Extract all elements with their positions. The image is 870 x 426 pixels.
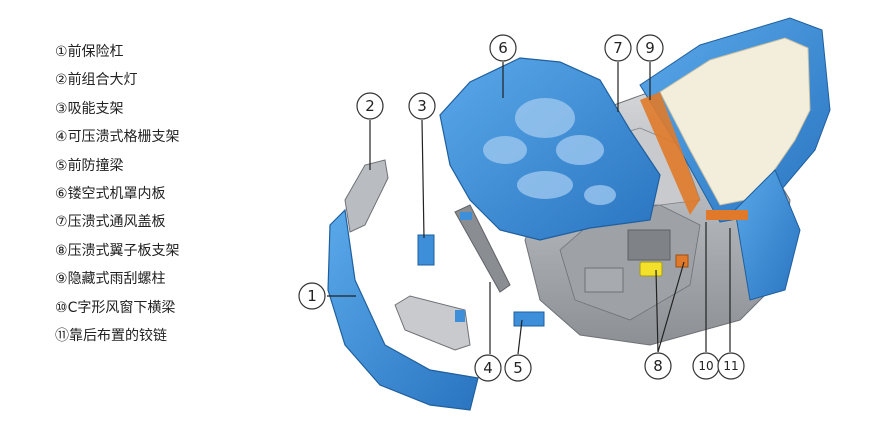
legend-item: ⑪靠后布置的铰链	[55, 322, 305, 350]
legend-label: 可压溃式格栅支架	[67, 129, 180, 146]
legend-marker: ④	[55, 129, 68, 146]
callout-4: 4	[474, 354, 502, 382]
headlamp-lower	[394, 295, 471, 351]
front-bumper	[327, 208, 479, 411]
callout-5: 5	[504, 354, 532, 382]
legend-label: 前保险杠	[67, 44, 124, 60]
callout-10: 10	[692, 352, 720, 380]
legend-marker: ⑥	[55, 185, 68, 202]
callout-6: 6	[489, 34, 517, 62]
legend-item: ⑧压溃式翼子板支架	[55, 237, 305, 265]
energy-absorbing-bracket	[417, 234, 435, 266]
callout-9: 9	[636, 34, 664, 62]
svg-text:7: 7	[613, 39, 623, 57]
legend-marker: ①	[55, 44, 68, 60]
legend-item: ④可压溃式格栅支架	[55, 123, 305, 151]
legend-label: 前组合大灯	[67, 72, 138, 89]
svg-text:6: 6	[498, 39, 508, 57]
legend-marker: ②	[55, 72, 68, 89]
hood-inner-panel	[439, 57, 661, 241]
callout-11: 11	[717, 352, 745, 380]
callout-8: 8	[644, 352, 672, 380]
legend-marker: ③	[55, 100, 68, 117]
legend-item: ③吸能支架	[55, 95, 305, 123]
legend-label: 镂空式机罩内板	[67, 185, 166, 202]
legend-marker: ⑨	[55, 271, 68, 288]
legend-label: 前防撞梁	[67, 157, 124, 174]
callout-1: 1	[298, 282, 326, 310]
legend-item: ⑥镂空式机罩内板	[55, 180, 305, 208]
callout-2: 2	[356, 92, 384, 120]
headlamp-upper	[344, 159, 389, 233]
svg-text:8: 8	[653, 357, 663, 375]
legend-label: 吸能支架	[67, 100, 124, 117]
windshield-glass	[659, 37, 811, 206]
legend-marker: ⑩	[55, 299, 68, 316]
a-pillar	[734, 169, 801, 301]
svg-text:9: 9	[645, 39, 655, 57]
front-crash-beam	[513, 311, 545, 327]
svg-text:1: 1	[307, 287, 317, 305]
svg-text:2: 2	[365, 97, 375, 115]
svg-text:11: 11	[723, 359, 738, 373]
legend-label: 压溃式通风盖板	[67, 214, 166, 231]
legend-label: 隐藏式雨刮螺柱	[67, 271, 166, 288]
leader-lines	[327, 62, 731, 355]
legend-marker: ⑪	[55, 327, 69, 344]
legend-label: 靠后布置的铰链	[69, 327, 167, 344]
legend-marker: ⑤	[55, 157, 68, 174]
legend-item: ②前组合大灯	[55, 66, 305, 94]
legend-item: ⑩C字形风窗下横梁	[55, 294, 305, 322]
svg-text:4: 4	[483, 359, 493, 377]
legend-item: ⑨隐藏式雨刮螺柱	[55, 265, 305, 293]
legend-item: ⑦压溃式通风盖板	[55, 208, 305, 236]
legend-label: 压溃式翼子板支架	[67, 242, 180, 259]
legend-item: ⑤前防撞梁	[55, 152, 305, 180]
svg-text:10: 10	[698, 359, 713, 373]
callout-7: 7	[604, 34, 632, 62]
svg-text:5: 5	[513, 359, 523, 377]
legend-item: ①前保险杠	[55, 38, 305, 66]
windshield-frame	[639, 17, 831, 301]
grille-bracket	[454, 204, 511, 293]
svg-text:3: 3	[417, 97, 427, 115]
callout-3: 3	[408, 92, 436, 120]
legend-marker: ⑦	[55, 214, 68, 231]
legend-marker: ⑧	[55, 242, 68, 259]
legend-label: C字形风窗下横梁	[67, 299, 176, 316]
